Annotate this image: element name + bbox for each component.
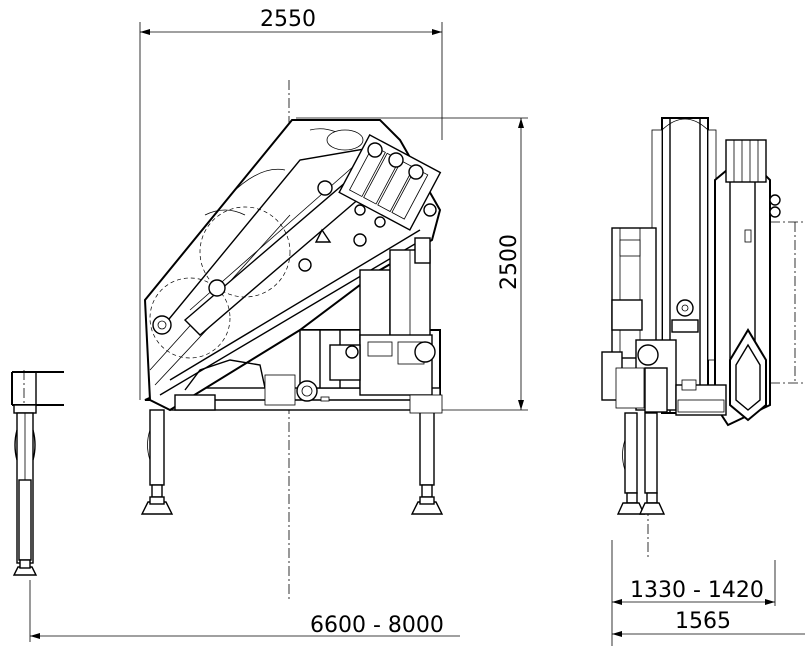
valve-block xyxy=(338,134,442,231)
dimension-lines xyxy=(29,22,805,646)
crane-side-view xyxy=(601,117,781,515)
left-outrigger-leg xyxy=(11,371,64,576)
dimension-side-inner-label: 1330 - 1420 xyxy=(630,578,764,603)
dimension-span-label: 6600 - 8000 xyxy=(310,613,444,638)
dimension-height-label: 2500 xyxy=(497,234,522,290)
crane-front-view xyxy=(140,119,444,515)
dimension-side-outer-label: 1565 xyxy=(675,609,731,634)
dimension-width-label: 2550 xyxy=(260,7,316,32)
